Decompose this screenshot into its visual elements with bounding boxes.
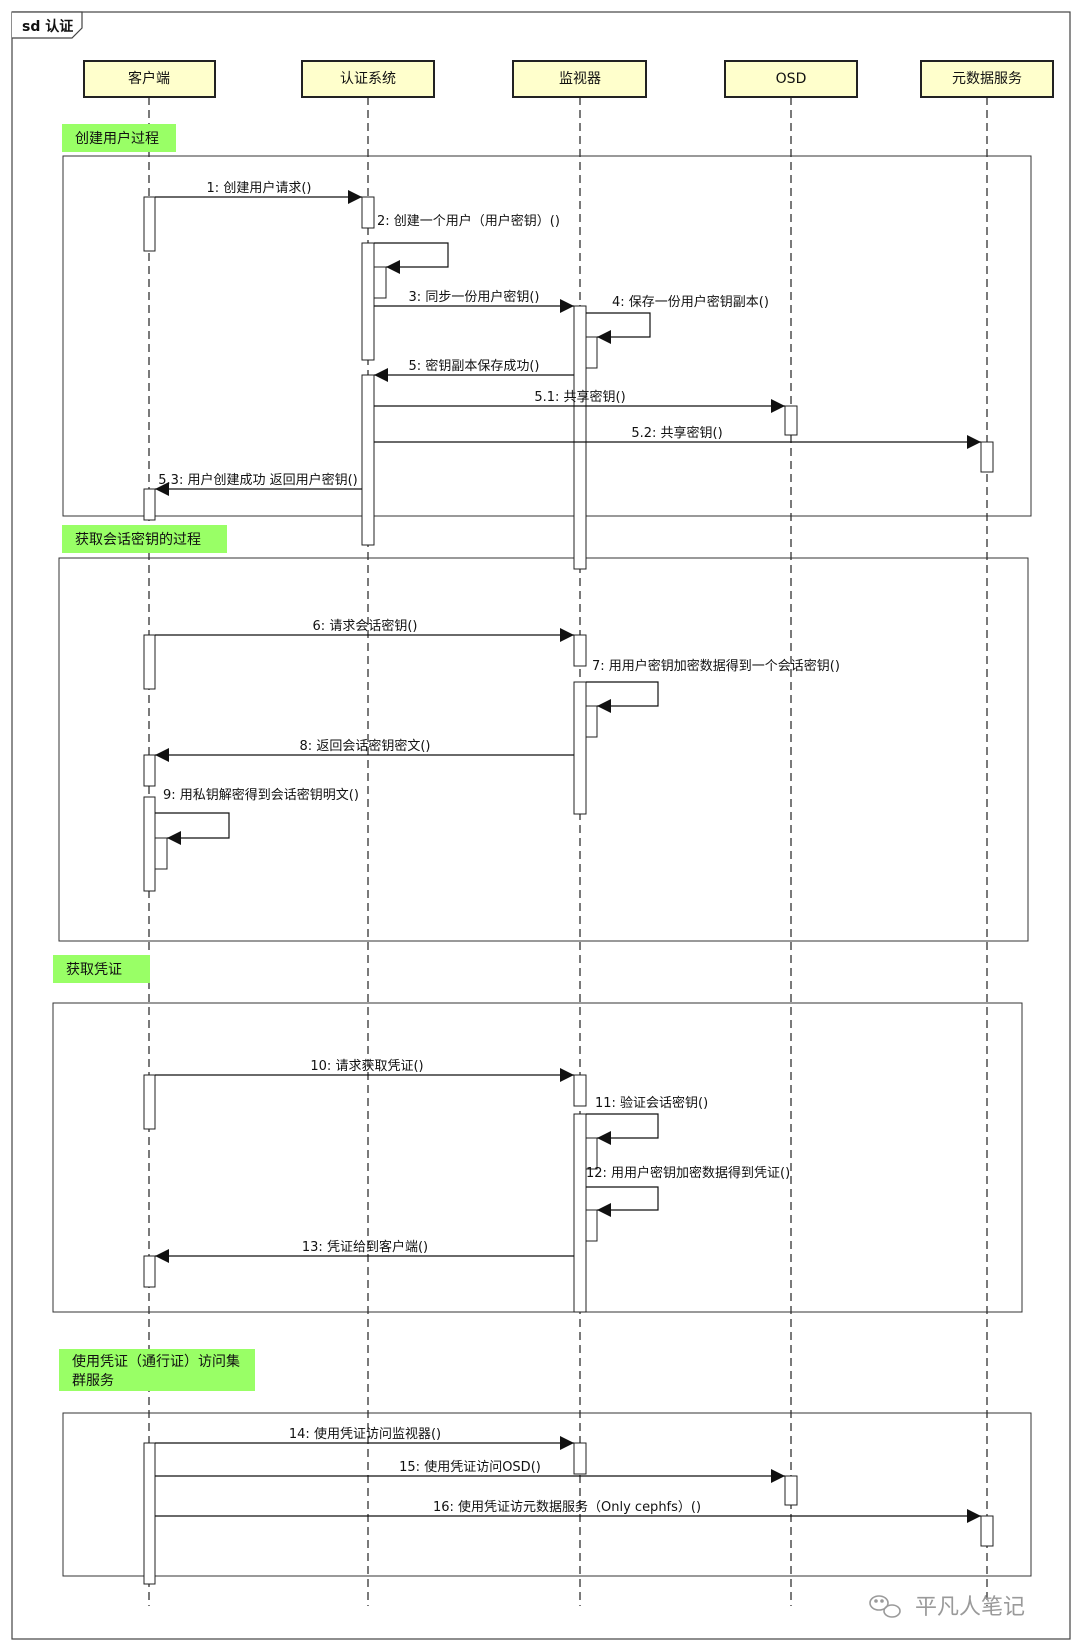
message-4-label: 4: 保存一份用户密钥副本() bbox=[612, 294, 769, 310]
section-labels: 创建用户过程 获取会话密钥的过程 获取凭证 使用凭证（通行证）访问集 群服务 bbox=[53, 124, 255, 1391]
message-7-arrow bbox=[586, 681, 659, 713]
message-14-label: 14: 使用凭证访问监视器() bbox=[289, 1426, 441, 1442]
message-12-label: 12: 用用户密钥加密数据得到凭证() bbox=[586, 1165, 790, 1181]
messages bbox=[155, 190, 981, 1523]
message-9-arrow bbox=[155, 812, 230, 845]
participant-box bbox=[920, 60, 1054, 98]
section-label-session-key: 获取会话密钥的过程 bbox=[75, 531, 201, 548]
message-5-3-label: 5.3: 用户创建成功 返回用户密钥() bbox=[158, 472, 357, 488]
section-label-access-line1: 使用凭证（通行证）访问集 bbox=[72, 1353, 240, 1370]
activation-bars bbox=[143, 196, 994, 1585]
message-10-label: 10: 请求获取凭证() bbox=[310, 1059, 423, 1074]
message-9-label: 9: 用私钥解密得到会话密钥明文() bbox=[163, 787, 359, 803]
participants: 客户端 认证系统 监视器 OSD 元数据服务 bbox=[83, 60, 1054, 98]
frame-title-tab bbox=[12, 11, 83, 39]
section-frame-ticket bbox=[52, 1002, 1023, 1313]
participant-monitor: 监视器 bbox=[559, 71, 601, 87]
frame-title: sd 认证 bbox=[22, 18, 73, 35]
message-5-2-label: 5.2: 共享密钥() bbox=[631, 425, 722, 441]
message-1-label: 1: 创建用户请求() bbox=[207, 180, 312, 196]
section-frames bbox=[52, 155, 1032, 1577]
message-8-label: 8: 返回会话密钥密文() bbox=[300, 738, 431, 754]
diagram-frame bbox=[11, 11, 1071, 1640]
message-7-label: 7: 用用户密钥加密数据得到一个会话密钥() bbox=[592, 658, 840, 674]
section-label-box bbox=[62, 525, 227, 553]
message-11-arrow bbox=[586, 1113, 659, 1145]
participant-osd: OSD bbox=[776, 71, 807, 87]
message-3-label: 3: 同步一份用户密钥() bbox=[409, 289, 540, 305]
participant-box bbox=[512, 60, 647, 98]
section-frame-access bbox=[62, 1412, 1032, 1577]
message-11-label: 11: 验证会话密钥() bbox=[595, 1095, 708, 1111]
section-frame-create-user bbox=[62, 155, 1032, 517]
participant-mds: 元数据服务 bbox=[952, 71, 1022, 87]
message-labels: 1: 创建用户请求() 2: 创建一个用户（用户密钥）() 3: 同步一份用户密… bbox=[158, 180, 840, 1515]
section-frame-session-key bbox=[58, 557, 1029, 942]
participant-auth: 认证系统 bbox=[340, 71, 396, 87]
message-2-label: 2: 创建一个用户（用户密钥）() bbox=[377, 213, 560, 229]
participant-box bbox=[724, 60, 858, 98]
section-label-create-user: 创建用户过程 bbox=[75, 130, 159, 147]
section-label-ticket: 获取凭证 bbox=[66, 962, 122, 978]
section-label-box bbox=[53, 955, 150, 983]
participant-client: 客户端 bbox=[128, 70, 170, 87]
participant-box bbox=[301, 60, 435, 98]
section-label-access-line2: 群服务 bbox=[72, 1373, 114, 1389]
message-5-1-label: 5.1: 共享密钥() bbox=[534, 389, 625, 405]
message-13-label: 13: 凭证给到客户端() bbox=[302, 1239, 428, 1255]
message-12-arrow bbox=[586, 1186, 659, 1217]
message-16-label: 16: 使用凭证访元数据服务（Only cephfs）() bbox=[433, 1499, 701, 1515]
participant-box bbox=[83, 60, 216, 98]
watermark-text: 平凡人笔记 bbox=[915, 1595, 1025, 1620]
message-5-label: 5: 密钥副本保存成功() bbox=[409, 358, 540, 374]
watermark: 平凡人笔记 bbox=[869, 1595, 1025, 1620]
wechat-icon bbox=[869, 1595, 901, 1618]
message-6-label: 6: 请求会话密钥() bbox=[313, 618, 418, 634]
section-label-box bbox=[62, 124, 176, 152]
message-4-arrow bbox=[586, 312, 651, 344]
message-15-label: 15: 使用凭证访问OSD() bbox=[399, 1459, 541, 1475]
section-label-box bbox=[59, 1349, 255, 1391]
message-2-arrow bbox=[374, 242, 449, 274]
